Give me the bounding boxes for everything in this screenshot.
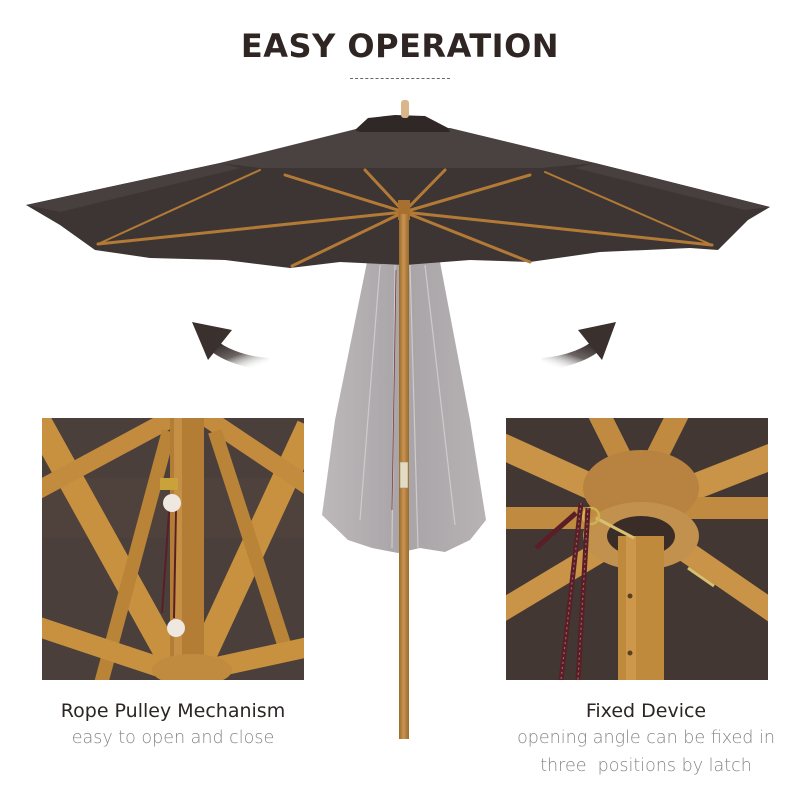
- title-divider: [350, 78, 450, 79]
- caption-heading: Fixed Device: [585, 700, 707, 722]
- caption-text: three positions by latch: [540, 756, 752, 776]
- caption-text: easy to open and close: [71, 728, 275, 748]
- caption-heading: Rope Pulley Mechanism: [60, 700, 286, 722]
- pole-latch: [399, 461, 409, 489]
- page-title: EASY OPERATION: [240, 27, 560, 65]
- canopy-vent: [355, 115, 450, 132]
- caption-text: opening angle can be fixed in: [517, 728, 775, 748]
- caption-fixed-device: Fixed Device opening angle can be fixed …: [496, 698, 796, 780]
- finial: [401, 100, 409, 118]
- fixed-device-photo: [506, 418, 768, 680]
- rope-pulley-photo: [42, 418, 304, 680]
- open-arrow-left: [192, 322, 269, 370]
- open-arrow-right: [541, 322, 616, 370]
- caption-rope-pulley: Rope Pulley Mechanism easy to open and c…: [22, 698, 324, 752]
